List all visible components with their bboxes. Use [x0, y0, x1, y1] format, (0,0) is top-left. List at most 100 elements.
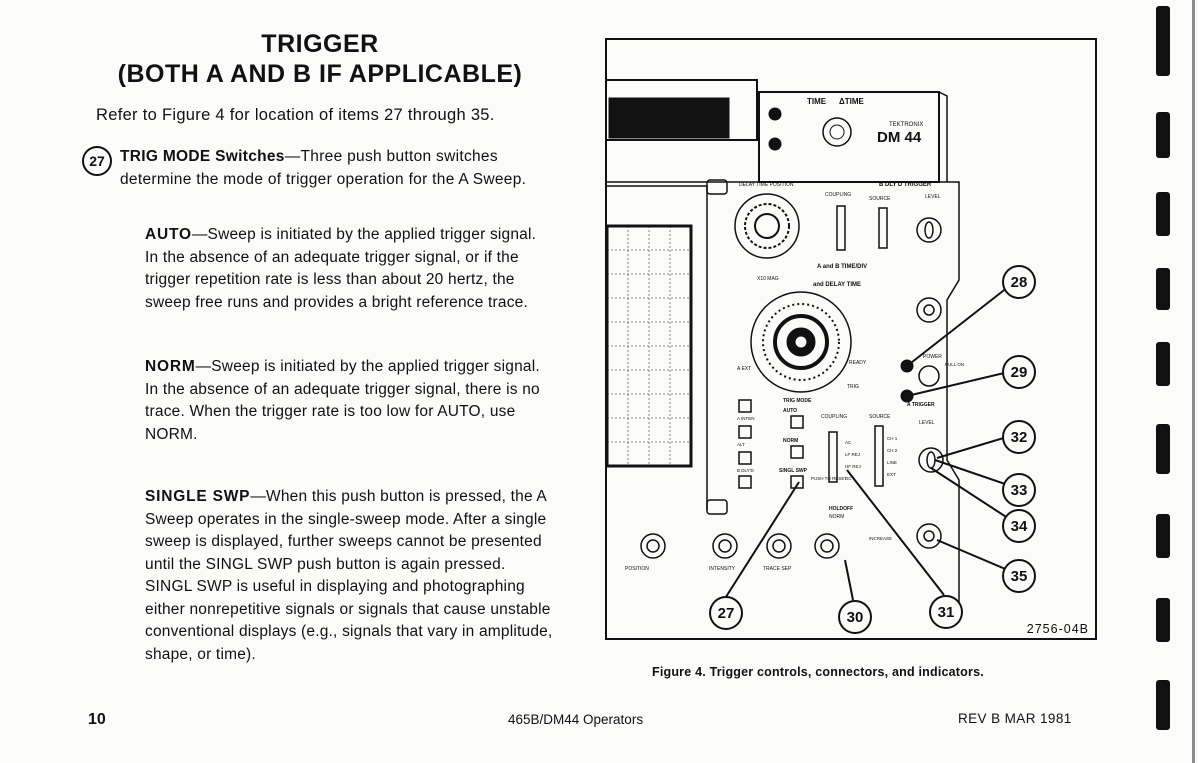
callout-30: 30	[838, 600, 872, 634]
lower-level-knob-grip	[926, 451, 936, 469]
trig-label: TRIG	[847, 384, 859, 390]
lower-source-lever	[874, 425, 884, 487]
callout-35: 35	[1002, 559, 1036, 593]
register-mark	[1156, 6, 1170, 76]
callout-32: 32	[1002, 420, 1036, 454]
bezel-screw-top	[706, 179, 728, 195]
item-body: —Three push button switches determine th…	[120, 148, 527, 188]
a-trigger-label: A TRIGGER	[907, 402, 935, 408]
figure-caption: Figure 4. Trigger controls, connectors, …	[652, 665, 984, 679]
delay-time-label: and DELAY TIME	[813, 282, 861, 288]
figure-4: TIME ΔTIME TEKTRONIX DM 44	[605, 38, 1097, 640]
upper-source-label: SOURCE	[869, 196, 891, 202]
time-div-center-cap	[794, 335, 808, 349]
holdoff-norm-label: NORM	[829, 514, 844, 520]
ext-input-center	[923, 530, 935, 542]
register-mark	[1156, 424, 1170, 474]
item-number-badge: 27	[82, 146, 112, 176]
delta-time-indicator	[768, 137, 782, 151]
callout-27: 27	[709, 596, 743, 630]
oscilloscope-panel-drawing: TIME ΔTIME TEKTRONIX DM 44	[607, 79, 1018, 620]
intro-text: Refer to Figure 4 for location of items …	[96, 106, 495, 124]
singl-swp-button	[790, 475, 804, 489]
delta-time-knob	[822, 117, 852, 147]
item-description: TRIG MODE Switches—Three push button swi…	[120, 146, 552, 191]
revision-label: REV B MAR 1981	[958, 711, 1072, 726]
ac-label: AC	[845, 440, 852, 445]
delay-time-position-knob	[754, 213, 780, 239]
upper-level-label: LEVEL	[925, 194, 941, 200]
dlyd-trigger-label: B DLY'D TRIGGER	[879, 182, 932, 188]
time-div-label: A and B TIME/DIV	[817, 264, 867, 270]
callout-29: 29	[1002, 355, 1036, 389]
trig-mode-label: TRIG MODE	[783, 398, 812, 404]
callout-31: 31	[929, 595, 963, 629]
register-mark	[1156, 680, 1170, 730]
register-mark	[1156, 192, 1170, 236]
register-mark	[1156, 342, 1170, 386]
chassis-top-line	[607, 79, 758, 141]
line-label: LINE	[887, 460, 897, 465]
time-div-outer-ring	[750, 291, 852, 393]
mode-auto-paragraph: AUTO—Sweep is initiated by the applied t…	[145, 224, 553, 314]
x10-mag-label: X10 MAG	[757, 276, 779, 282]
time-label: TIME	[807, 97, 827, 106]
lower-coupling-lever	[828, 431, 838, 483]
register-mark	[1156, 112, 1170, 158]
power-switch	[918, 365, 940, 387]
lower-level-knob	[918, 447, 944, 473]
holdoff-label: HOLDOFF	[829, 506, 853, 512]
delta-time-label: ΔTIME	[839, 97, 865, 106]
manual-title: 465B/DM44 Operators	[508, 712, 644, 727]
bezel-screw-bottom	[706, 499, 728, 515]
panel-edge	[938, 91, 948, 182]
b-dlyd-label: B DLY'D	[737, 468, 755, 473]
upper-coupling-lever	[836, 205, 846, 251]
delay-time-position-scale	[744, 203, 790, 249]
norm-button	[790, 445, 804, 459]
singl-swp-label: SINGL SWP	[779, 468, 808, 474]
callout-33: 33	[1002, 473, 1036, 507]
ch1-label: CH 1	[887, 436, 898, 441]
mode-norm-text: —Sweep is initiated by the applied trigg…	[145, 358, 540, 443]
ext-label: EXT	[887, 472, 896, 477]
ch2-label: CH 2	[887, 448, 898, 453]
mode-single-text: —When this push button is pressed, the A…	[145, 488, 553, 663]
mode-norm-paragraph: NORM—Sweep is initiated by the applied t…	[145, 356, 553, 446]
position-knob-center	[646, 539, 660, 553]
mode-auto-name: AUTO	[145, 226, 192, 243]
intensity-knob	[712, 533, 738, 559]
section-title: TRIGGER	[261, 30, 379, 58]
edge-register-marks	[1156, 0, 1176, 763]
lower-level-label: LEVEL	[919, 420, 935, 426]
holdoff-knob	[814, 533, 840, 559]
alt-button	[738, 425, 752, 439]
delay-time-position-label: DELAY TIME POSITION	[739, 182, 794, 188]
a-intens-button	[738, 399, 752, 413]
norm-label: NORM	[783, 438, 798, 444]
ready-label: READY	[849, 360, 867, 366]
upper-bnc-center	[923, 304, 935, 316]
register-mark	[1156, 598, 1170, 642]
lower-source-label: SOURCE	[869, 414, 891, 420]
trace-sep-knob-center	[772, 539, 786, 553]
alt-label: ALT	[737, 442, 745, 447]
time-div-scale	[762, 303, 840, 381]
ext-input-connector	[916, 523, 942, 549]
callout-34: 34	[1002, 509, 1036, 543]
delta-time-knob-center	[829, 124, 845, 140]
position-knob	[640, 533, 666, 559]
register-mark	[1156, 268, 1170, 310]
increase-label: INCREASE	[869, 536, 892, 541]
section-subtitle: (BOTH A AND B IF APPLICABLE)	[117, 60, 523, 88]
mode-norm-name: NORM	[145, 358, 196, 375]
time-div-knob	[773, 314, 829, 370]
mode-single-name: SINGLE SWP	[145, 488, 251, 505]
trace-sep-label: TRACE SEP	[763, 566, 792, 572]
callout-28: 28	[1002, 265, 1036, 299]
a-intens-label: A INTEN	[737, 416, 755, 421]
upper-coupling-label: COUPLING	[825, 192, 851, 198]
intensity-label: INTENSITY	[709, 566, 736, 572]
crt-graticule	[607, 226, 691, 466]
